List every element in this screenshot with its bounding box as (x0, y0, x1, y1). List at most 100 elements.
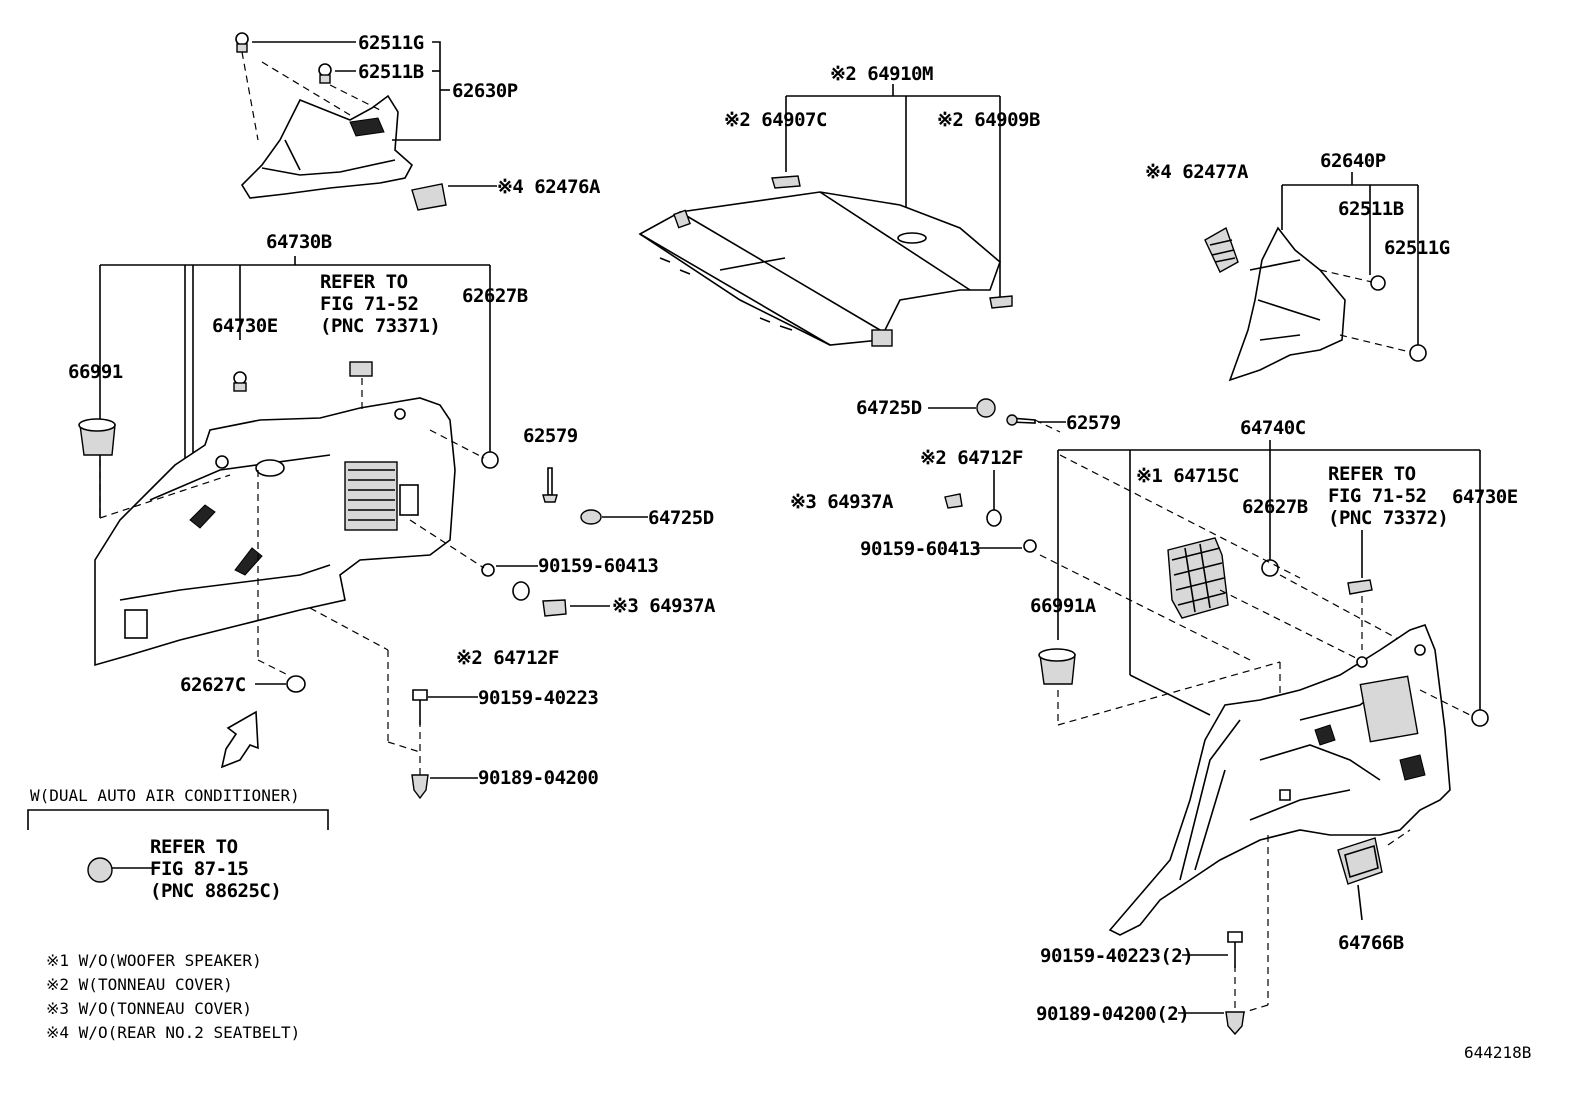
bolt-90159-40223-b-icon (1227, 931, 1243, 943)
label-64907C: ※2 64907C (724, 109, 827, 131)
bolt-90159-60413-b-icon (1023, 539, 1037, 553)
label-62627B-b: 62627B (1242, 496, 1308, 518)
left-quarter-trim-group: 64730B 66991 64730E REFER TO FIG 71-52 (… (68, 231, 716, 800)
left-vent-grille-2 (234, 547, 263, 576)
cap-62627C-icon (286, 675, 306, 693)
cover-62476A-icon (411, 183, 447, 211)
label-90189-04200-a: 90189-04200 (478, 767, 598, 789)
label-62627C: 62627C (180, 674, 246, 696)
clip-90189-04200-b-icon (1225, 1011, 1245, 1036)
label-62511G: 62511G (358, 32, 424, 54)
refer-b-line2: FIG 71-52 (1328, 485, 1426, 507)
tonneau-cover-group: ※2 64910M ※2 64907C ※2 64909B (638, 63, 1040, 347)
label-64712F-a: ※2 64712F (456, 647, 559, 669)
label-64712F-b: ※2 64712F (920, 447, 1023, 469)
left-speaker-grille (344, 461, 398, 531)
left-quarter-trim-panel (94, 397, 456, 667)
label-62476A: ※4 62476A (497, 176, 601, 198)
clip-62511B-a-icon (318, 63, 332, 77)
bolt-90159-40223-a-icon (412, 689, 428, 701)
figure-id: 644218B (1464, 1043, 1531, 1062)
clip-62511G-b-icon (1409, 344, 1427, 362)
label-64937A-a: ※3 64937A (612, 595, 716, 617)
label-62477A: ※4 62477A (1145, 161, 1249, 183)
right-quarter-trim-group: 64740C ※1 64715C 62627B 64730E REFER TO … (1030, 417, 1518, 1036)
cover-64937A-b-icon (944, 493, 963, 509)
right-quarter-trim-panel (1108, 624, 1451, 936)
label-64910M: ※2 64910M (830, 63, 933, 85)
label-62640P: 62640P (1320, 150, 1386, 172)
dual-ac-heading: W(DUAL AUTO AIR CONDITIONER) (30, 786, 300, 805)
label-64937A-b: ※3 64937A (790, 491, 894, 513)
cover-64766B-icon (1337, 837, 1383, 885)
right-upper-pillar-trim (1228, 226, 1346, 382)
clip-62627B-a-icon (481, 451, 499, 469)
clip-64730E-a-icon (233, 371, 247, 385)
label-62511B: 62511B (358, 61, 424, 83)
refer-b-line3: (PNC 73372) (1328, 507, 1448, 529)
cap-64712F-b-icon (986, 509, 1002, 527)
clip-64730E-b-icon (1471, 709, 1489, 727)
center-small-parts-group: 64725D 62579 ※2 64712F ※3 64937A 90159-6… (790, 397, 1121, 560)
label-90159-40223-a: 90159-40223 (478, 687, 598, 709)
clip-62511G-a-icon (235, 32, 249, 46)
bracket-64909B-icon (989, 295, 1013, 309)
label-62511G-b: 62511G (1384, 237, 1450, 259)
tonneau-cover-panel (638, 191, 1001, 346)
label-64725D-b: 64725D (856, 397, 922, 419)
sensor-88625C-icon (87, 857, 113, 883)
label-64730E-b: 64730E (1452, 486, 1518, 508)
front-arrow-icon (220, 710, 259, 769)
label-62579-b: 62579 (1066, 412, 1121, 434)
refer-c-line1: REFER TO (150, 836, 238, 858)
label-64740C: 64740C (1240, 417, 1306, 439)
label-64766B: 64766B (1338, 932, 1404, 954)
label-64725D-a: 64725D (648, 507, 714, 529)
bolt-90159-60413-a-icon (481, 563, 495, 577)
note-2: ※2 W(TONNEAU COVER) (46, 975, 233, 994)
refer-c-line3: (PNC 88625C) (150, 880, 281, 902)
refer-a-line3: (PNC 73371) (320, 315, 440, 337)
left-vent-grille-1 (189, 504, 216, 529)
refer-c-line2: FIG 87-15 (150, 858, 249, 880)
label-64730B: 64730B (266, 231, 332, 253)
right-upper-pillar-trim-group: 62640P 62511B 62511G ※4 62477A (1145, 150, 1450, 382)
pillar-trim-opening (349, 117, 385, 137)
clip-73372-icon (1347, 579, 1373, 595)
label-64715C: ※1 64715C (1136, 465, 1239, 487)
label-90159-60413-b: 90159-60413 (860, 538, 980, 560)
label-90159-40223-b: 90159-40223(2) (1040, 945, 1193, 967)
dual-ac-reference-group: W(DUAL AUTO AIR CONDITIONER) REFER TO FI… (27, 786, 329, 902)
clip-90189-04200-a-icon (411, 774, 429, 800)
upper-left-pillar-trim (240, 94, 414, 199)
note-4: ※4 W/O(REAR NO.2 SEATBELT) (46, 1023, 300, 1042)
note-1: ※1 W/O(WOOFER SPEAKER) (46, 951, 262, 970)
note-3: ※3 W/O(TONNEAU COVER) (46, 999, 252, 1018)
refer-a-line2: FIG 71-52 (320, 293, 418, 315)
label-64730E-a: 64730E (212, 315, 278, 337)
cap-64725D-a-icon (580, 509, 602, 525)
upper-pillar-trim-group: 62511G 62511B 62630P ※4 62476A (235, 32, 601, 211)
clip-62511B-b-icon (1370, 275, 1386, 291)
bracket-64907C-icon (771, 175, 801, 189)
cover-64937A-a-icon (542, 599, 567, 617)
screw-62579-a-icon (547, 467, 553, 496)
refer-a-line1: REFER TO (320, 271, 408, 293)
clip-73371-icon (349, 361, 373, 377)
clip-62627B-b-icon (1261, 559, 1279, 577)
label-90189-04200-b: 90189-04200(2) (1036, 1003, 1189, 1025)
cap-64725D-b-icon (976, 398, 996, 418)
label-62511B-b: 62511B (1338, 198, 1404, 220)
label-62630P: 62630P (452, 80, 518, 102)
label-66991A: 66991A (1030, 595, 1097, 617)
label-90159-60413-a: 90159-60413 (538, 555, 658, 577)
refer-b-line1: REFER TO (1328, 463, 1416, 485)
label-66991: 66991 (68, 361, 123, 383)
speaker-grille-64715C-icon (1167, 537, 1229, 619)
label-62627B-a: 62627B (462, 285, 528, 307)
footnotes: ※1 W/O(WOOFER SPEAKER) ※2 W(TONNEAU COVE… (46, 951, 300, 1042)
right-jack-cover (1359, 675, 1419, 743)
label-62579-a: 62579 (523, 425, 578, 447)
cap-64712F-a-icon (512, 581, 530, 601)
